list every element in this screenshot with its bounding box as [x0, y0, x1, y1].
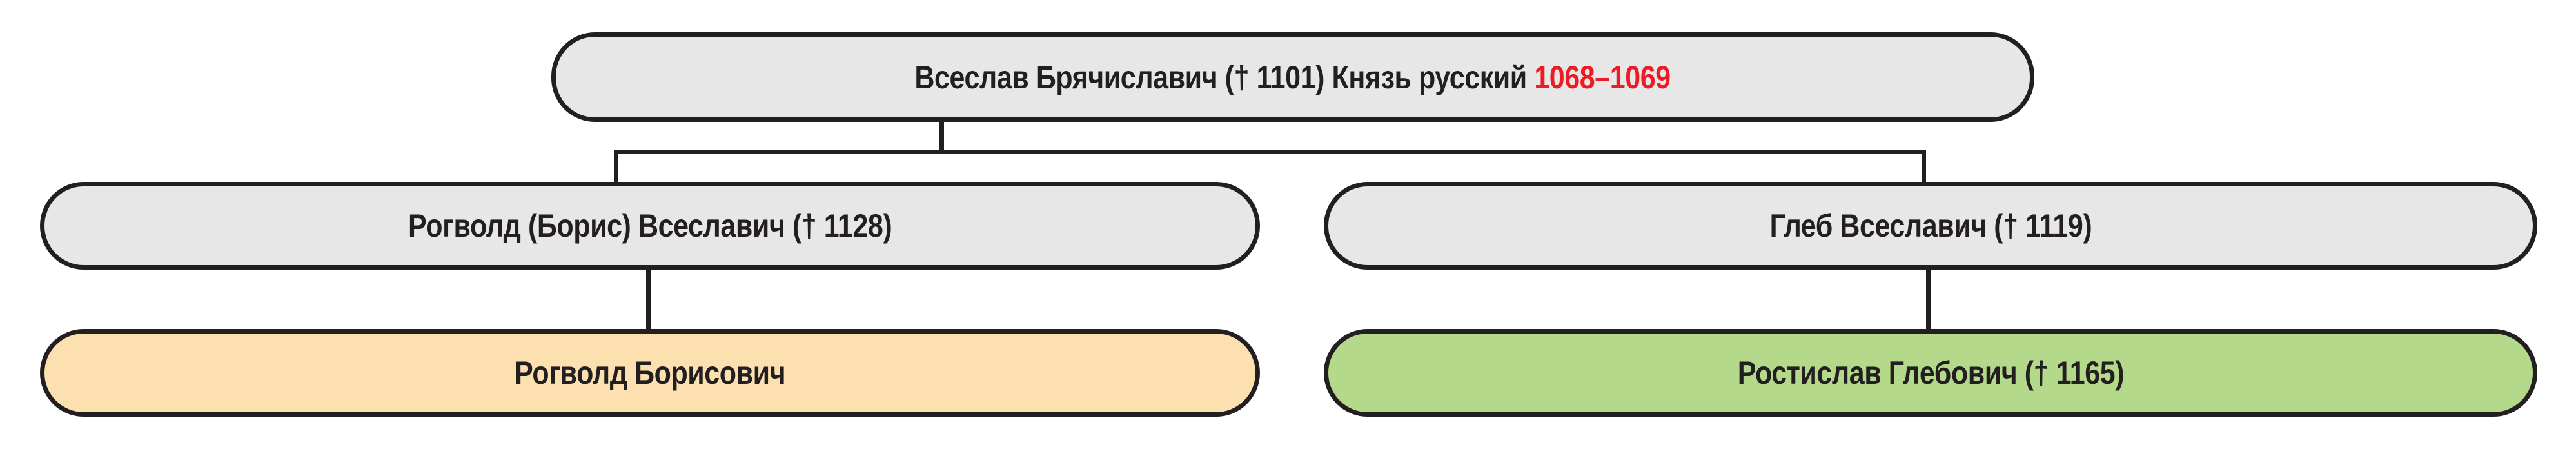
node-root-spacer-2: [1527, 59, 1535, 95]
node-rogvolod-borisovich[interactable]: Рогволд Борисович: [40, 329, 1260, 417]
node-root-reign: 1068–1069: [1534, 59, 1671, 95]
node-rogvolod-boris-vseslavich[interactable]: Рогволд (Борис) Всеславич († 1128): [40, 182, 1260, 270]
connector-rogvolod-to-child: [646, 269, 651, 331]
node-root-text: Всеслав Брячиславич († 1101) Князь русск…: [915, 61, 1671, 94]
node-rogvolod-child-label: Рогволд Борисович: [514, 355, 785, 391]
node-gleb-label: Глеб Всеславич († 1119): [1769, 208, 2092, 244]
node-gleb-vseslavich[interactable]: Глеб Всеславич († 1119): [1324, 182, 2537, 270]
connector-gleb-to-rostislav: [1926, 269, 1931, 331]
node-rogvolod-parent-label: Рогволд (Борис) Всеславич († 1128): [408, 208, 892, 244]
connector-root-stem: [939, 121, 944, 154]
node-vseslav-bryachislavich[interactable]: Всеслав Брячиславич († 1101) Князь русск…: [551, 32, 2034, 122]
connector-horizontal-bus: [614, 150, 1926, 154]
node-rostislav-glebovich[interactable]: Ростислав Глебович († 1165): [1324, 329, 2537, 417]
node-root-name: Всеслав Брячиславич († 1101): [914, 59, 1325, 95]
node-rostislav-label: Ростислав Глебович († 1165): [1737, 355, 2124, 391]
connector-drop-left: [614, 150, 618, 184]
node-root-title: Князь русский: [1332, 59, 1528, 95]
connector-drop-right: [1922, 150, 1926, 184]
